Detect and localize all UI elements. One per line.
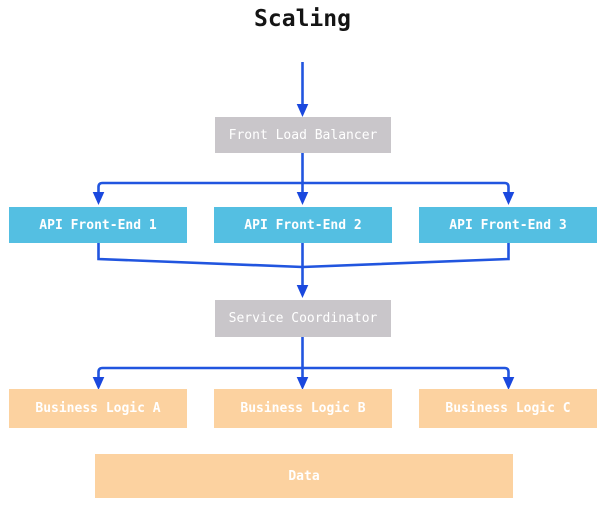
arrowhead-lb bbox=[296, 104, 309, 117]
node-api-front-end-3: API Front-End 3 bbox=[419, 207, 597, 243]
arrowhead-logic-b bbox=[296, 377, 309, 390]
arrowhead-api3 bbox=[502, 192, 515, 205]
arrowhead-api2 bbox=[296, 192, 309, 205]
node-business-logic-c: Business Logic C bbox=[419, 389, 597, 428]
diagram-title: Scaling bbox=[254, 6, 351, 32]
edge-lb-rail bbox=[97, 181, 510, 192]
arrowhead-logic-c bbox=[502, 377, 515, 390]
edge-api3-merge bbox=[302, 243, 510, 269]
arrowhead-api1 bbox=[92, 192, 105, 205]
node-api-front-end-1: API Front-End 1 bbox=[9, 207, 187, 243]
node-service-coordinator: Service Coordinator bbox=[215, 300, 391, 337]
arrowhead-logic-a bbox=[92, 377, 105, 390]
edge-api1-merge bbox=[97, 243, 303, 269]
arrowhead-coordinator bbox=[296, 285, 309, 298]
node-business-logic-b: Business Logic B bbox=[214, 389, 392, 428]
node-business-logic-a: Business Logic A bbox=[9, 389, 187, 428]
edge-coord-rail bbox=[97, 366, 510, 377]
node-api-front-end-2: API Front-End 2 bbox=[214, 207, 392, 243]
node-data: Data bbox=[95, 454, 513, 498]
node-front-load-balancer: Front Load Balancer bbox=[215, 117, 391, 153]
